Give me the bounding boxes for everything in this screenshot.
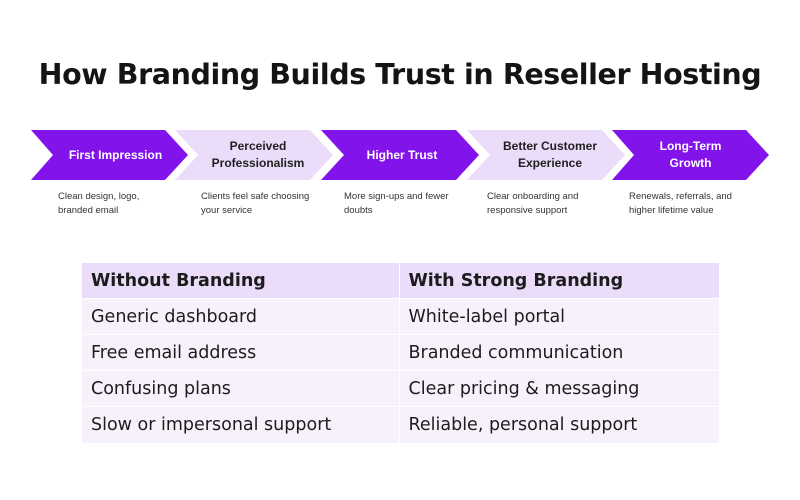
flow-step-label: First Impression	[68, 147, 163, 162]
table-cell: Generic dashboard	[82, 298, 399, 335]
page-title: How Branding Builds Trust in Reseller Ho…	[38, 58, 762, 91]
flow-step-description: Clients feel safe choosing your service	[201, 191, 310, 216]
flow-step-label: Long-Term Growth	[659, 139, 722, 170]
table-row: Generic dashboard White-label portal	[82, 298, 719, 335]
flow-step-label: Better Customer Experience	[502, 139, 598, 170]
flow-step-perceived-professionalism: Perceived Professionalism	[175, 130, 333, 180]
flow-step-label: Perceived Professionalism	[211, 139, 305, 170]
flow-step-label: Higher Trust	[366, 147, 438, 162]
table-row: Slow or impersonal support Reliable, per…	[82, 406, 719, 443]
table-cell: Reliable, personal support	[398, 406, 719, 443]
flow-step-first-impression: First Impression	[31, 130, 188, 180]
flow-step-description: Clear onboarding and responsive support	[487, 191, 579, 216]
process-flow: First Impression Perceived Professionali…	[0, 0, 800, 240]
table-cell: Confusing plans	[82, 370, 399, 407]
flow-step-description: Renewals, referrals, and higher lifetime…	[629, 191, 732, 216]
table-cell: Slow or impersonal support	[82, 406, 399, 443]
flow-step-better-customer-experience: Better Customer Experience	[467, 130, 625, 180]
flow-step-long-term-growth: Long-Term Growth	[612, 130, 769, 180]
comparison-table: Without Branding With Strong Branding Ge…	[82, 262, 719, 443]
flow-step-higher-trust: Higher Trust	[321, 130, 479, 180]
table-cell: Clear pricing & messaging	[398, 370, 719, 407]
flow-step-description: More sign-ups and fewer doubts	[344, 191, 449, 216]
table-row: Free email address Branded communication	[82, 334, 719, 371]
table-header-row: Without Branding With Strong Branding	[82, 262, 719, 299]
flow-step-description: Clean design, logo, branded email	[58, 191, 140, 216]
table-cell: White-label portal	[398, 298, 719, 335]
table-cell: Free email address	[82, 334, 399, 371]
table-row: Confusing plans Clear pricing & messagin…	[82, 370, 719, 407]
column-header-without-branding: Without Branding	[82, 262, 399, 299]
table-cell: Branded communication	[398, 334, 719, 371]
column-header-with-strong-branding: With Strong Branding	[398, 262, 719, 299]
